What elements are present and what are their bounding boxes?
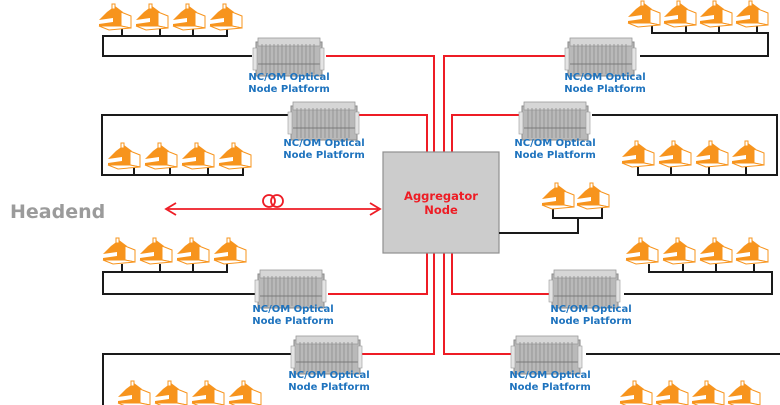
node-label-line2: Node Platform (550, 316, 632, 327)
house-icon (625, 237, 659, 265)
house-icon (191, 380, 225, 405)
node-label-line1: NC/OM Optical (248, 72, 329, 83)
node-label-line1: NC/OM Optical (288, 370, 369, 381)
fiber-links (326, 55, 566, 355)
optical-node-icon (518, 101, 591, 141)
house-icon (144, 142, 178, 170)
house-icon (662, 237, 696, 265)
node-label-line2: Node Platform (248, 84, 330, 95)
house-icon (695, 140, 729, 168)
house-icon (117, 380, 151, 405)
optical-node-icon (290, 335, 363, 375)
node-label-line2: Node Platform (564, 84, 646, 95)
house-icon (735, 237, 769, 265)
fiber-link-top-right-2 (451, 114, 520, 152)
house-icon (209, 3, 243, 31)
aggregator-house-group (499, 182, 610, 234)
house-icon (218, 142, 252, 170)
house-icon (619, 380, 653, 405)
house-icon (663, 0, 697, 28)
house-icon (102, 237, 136, 265)
fiber-link-top-left-1 (326, 55, 435, 152)
headend-aggregator-link (164, 194, 382, 216)
node-label-line2: Node Platform (514, 150, 596, 161)
optical-node-icon (287, 101, 360, 141)
fiber-link-bottom-left-1 (328, 253, 428, 295)
house-icon (107, 142, 141, 170)
node-top-left-2[interactable]: NC/OM Optical Node Platform (101, 101, 365, 176)
node-label-line1: NC/OM Optical (514, 138, 595, 149)
house-icon (621, 140, 655, 168)
node-bottom-right-1[interactable]: NC/OM Optical Node Platform (548, 237, 773, 327)
optical-node-icon (548, 269, 621, 309)
node-label-line2: Node Platform (252, 316, 334, 327)
house-icon (735, 0, 769, 28)
node-label-line1: NC/OM Optical (564, 72, 645, 83)
optical-node-icon (254, 269, 327, 309)
house-icon (172, 3, 206, 31)
fiber-link-top-right-1 (443, 55, 566, 152)
house-icon (699, 0, 733, 28)
node-label-line1: NC/OM Optical (550, 304, 631, 315)
node-bottom-left-2[interactable]: NC/OM Optical Node Platform (102, 335, 370, 405)
house-icon (541, 182, 575, 210)
aggregator-label-line2: Node (424, 203, 458, 217)
node-top-right-2[interactable]: NC/OM Optical Node Platform (514, 101, 778, 176)
house-icon (627, 0, 661, 28)
node-top-left-1[interactable]: NC/OM Optical Node Platform (98, 3, 330, 95)
fiber-coil-icon (262, 194, 284, 208)
optical-node-icon (564, 37, 637, 77)
node-label-line2: Node Platform (283, 150, 365, 161)
node-top-right-1[interactable]: NC/OM Optical Node Platform (564, 0, 769, 95)
house-icon (228, 380, 262, 405)
house-icon (139, 237, 173, 265)
house-icon (176, 237, 210, 265)
node-bottom-left-1[interactable]: NC/OM Optical Node Platform (102, 237, 334, 327)
house-icon (699, 237, 733, 265)
house-icon (181, 142, 215, 170)
house-icon (731, 140, 765, 168)
fiber-link-bottom-right-2 (443, 253, 512, 355)
node-bottom-right-2[interactable]: NC/OM Optical Node Platform (509, 335, 780, 405)
fiber-link-bottom-left-2 (360, 253, 435, 355)
node-label-line2: Node Platform (509, 382, 591, 393)
node-label-line1: NC/OM Optical (283, 138, 364, 149)
aggregator-node[interactable]: Aggregator Node (382, 151, 500, 254)
house-icon (691, 380, 725, 405)
house-icon (576, 182, 610, 210)
node-label-line1: NC/OM Optical (252, 304, 333, 315)
optical-node-icon (252, 37, 325, 77)
house-icon (154, 380, 188, 405)
aggregator-label-line1: Aggregator (404, 189, 478, 203)
house-icon (98, 3, 132, 31)
node-label-line1: NC/OM Optical (509, 370, 590, 381)
house-icon (658, 140, 692, 168)
fiber-link-bottom-right-1 (451, 253, 550, 295)
headend-label: Headend (10, 201, 105, 223)
house-icon (213, 237, 247, 265)
optical-node-icon (510, 335, 583, 375)
house-icon (727, 380, 761, 405)
node-label-line2: Node Platform (288, 382, 370, 393)
house-icon (135, 3, 169, 31)
fiber-link-top-left-2 (358, 114, 428, 152)
house-icon (655, 380, 689, 405)
